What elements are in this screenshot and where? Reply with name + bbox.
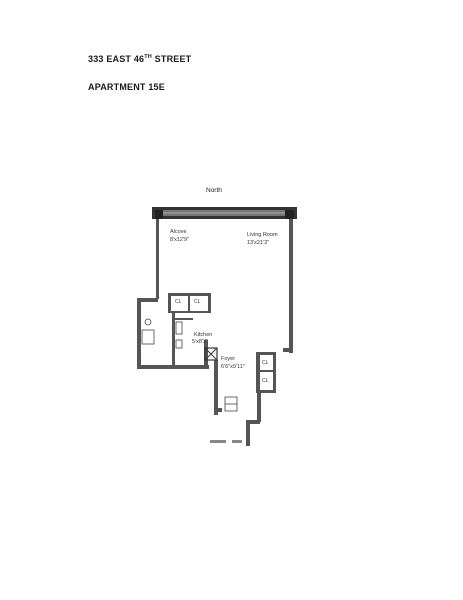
kitchen-walls bbox=[137, 293, 211, 369]
closet-label: CL bbox=[262, 378, 269, 384]
west-wall bbox=[156, 219, 159, 299]
address-suffix: TH bbox=[144, 54, 152, 60]
alcove-name: Alcove bbox=[170, 229, 187, 235]
apartment-title: APARTMENT 15E bbox=[88, 82, 165, 92]
east-wall bbox=[289, 219, 293, 353]
foyer-dim: 6'6"x9'11" bbox=[221, 364, 245, 370]
living-room-dim: 13'x21'3" bbox=[247, 240, 269, 246]
closet-label: CL bbox=[194, 299, 201, 305]
closet-label: CL bbox=[262, 360, 269, 366]
foyer-name: Foyer bbox=[221, 356, 235, 362]
address-street: STREET bbox=[151, 54, 192, 64]
address-title: 333 EAST 46TH STREET bbox=[88, 54, 191, 64]
south-wall-living bbox=[283, 348, 293, 352]
foyer-walls bbox=[204, 347, 276, 446]
alcove-dim: 8'x12'9" bbox=[170, 237, 189, 243]
closet-label: CL bbox=[175, 299, 182, 305]
living-room-name: Living Room bbox=[247, 232, 278, 238]
north-window bbox=[152, 207, 297, 219]
address-main: 333 EAST 46 bbox=[88, 54, 145, 64]
north-label: North bbox=[206, 187, 222, 194]
kitchen-dim: 5'x8'3" bbox=[192, 339, 208, 345]
kitchen-name: Kitchen bbox=[194, 332, 212, 338]
